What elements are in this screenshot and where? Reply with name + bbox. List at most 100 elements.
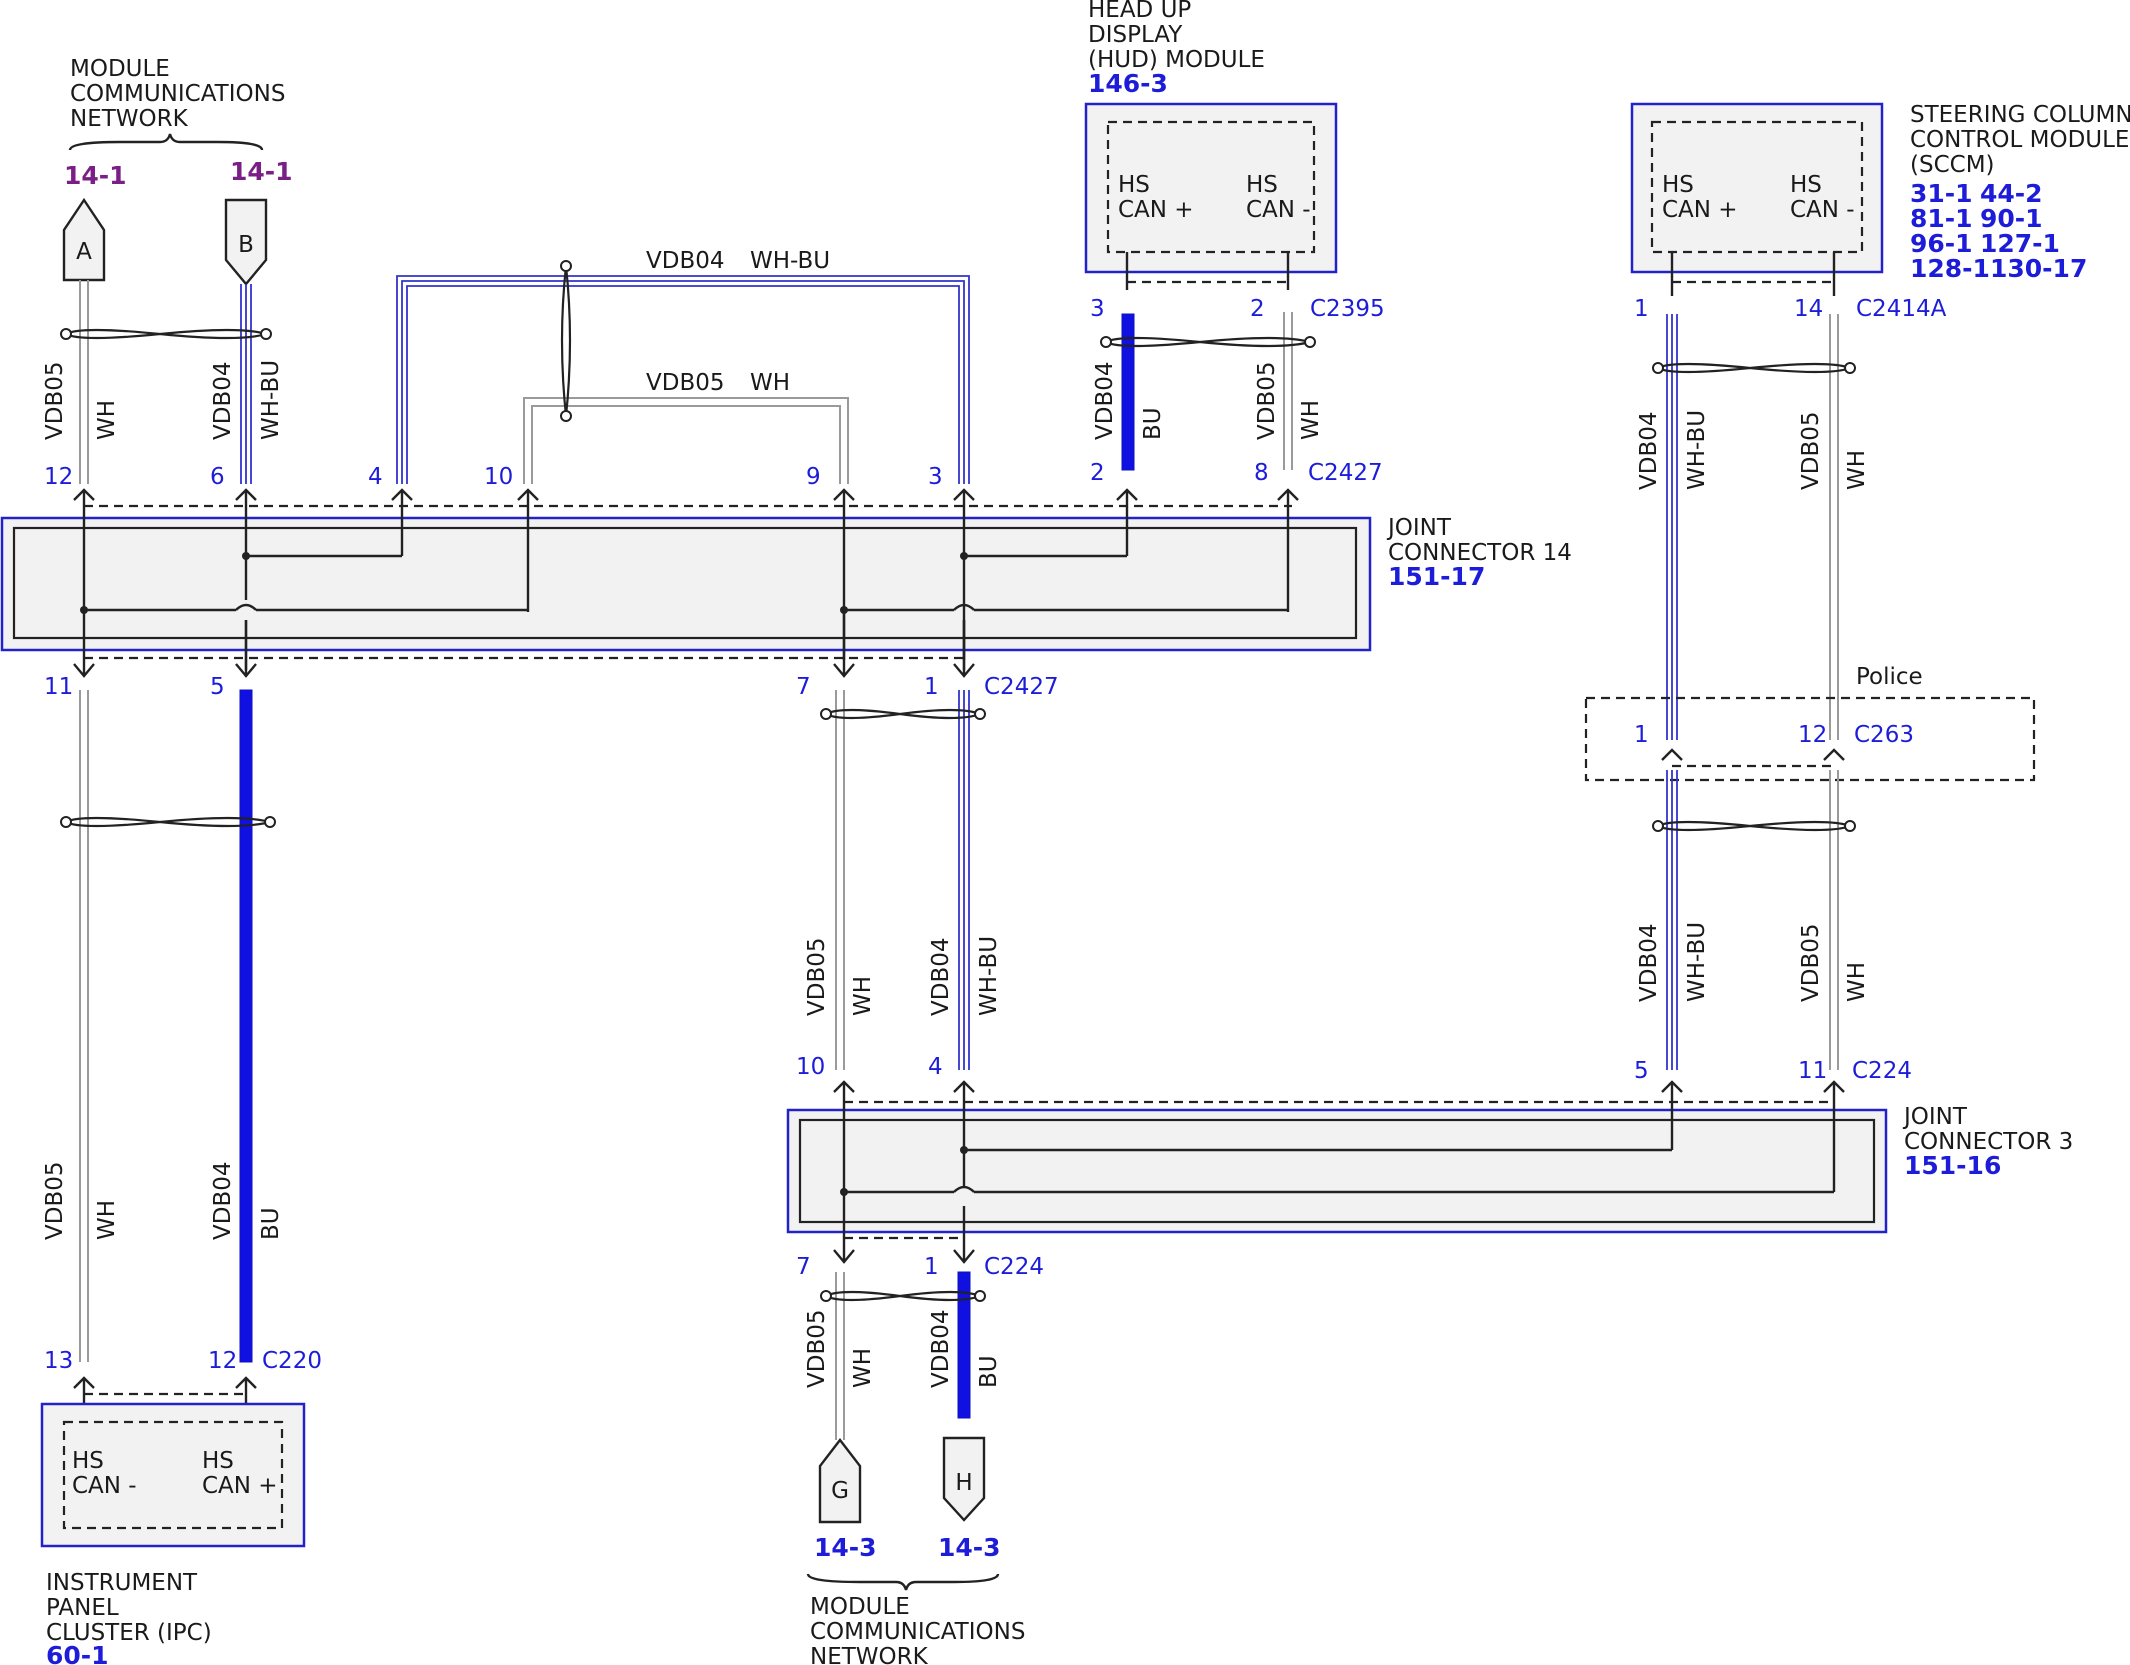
svg-text:VDB04: VDB04 [928, 1310, 954, 1389]
connector-c2395[interactable]: C2395 [1310, 296, 1385, 322]
police-label: Police [1856, 664, 1923, 690]
connector-c220[interactable]: C220 [262, 1348, 322, 1374]
wire-hud-bu [1121, 313, 1135, 471]
hud-pin-2: 2 [1250, 296, 1265, 322]
ipc-label: INSTRUMENT PANEL CLUSTER (IPC) 60-1 [46, 1570, 212, 1665]
svg-text:WH: WH [750, 370, 790, 396]
svg-text:5: 5 [210, 674, 225, 700]
wire-h-bu [957, 1271, 971, 1419]
svg-text:11: 11 [1798, 1058, 1827, 1084]
svg-text:H: H [955, 1470, 972, 1496]
mcn-bottom-ref-g[interactable]: 14-3 [814, 1533, 877, 1562]
svg-text:VDB04: VDB04 [1636, 412, 1662, 491]
ipc-ref[interactable]: 60-1 [46, 1641, 109, 1665]
jc14-bottom-arrows [73, 612, 975, 678]
jc14-top-arrows [73, 488, 1299, 660]
svg-text:6: 6 [210, 464, 225, 490]
connector-c2414a[interactable]: C2414A [1856, 296, 1947, 322]
connector-a: A [62, 197, 106, 282]
svg-text:HS: HS [1790, 172, 1822, 198]
svg-text:HS: HS [1662, 172, 1694, 198]
svg-text:VDB05: VDB05 [1798, 924, 1824, 1003]
jc3-ref[interactable]: 151-16 [1904, 1151, 2001, 1180]
twist-marker-loop [560, 265, 572, 417]
svg-text:(HUD) MODULE: (HUD) MODULE [1088, 47, 1265, 73]
svg-text:96-1: 96-1 [1910, 229, 1973, 258]
svg-text:12: 12 [1798, 722, 1827, 748]
mcn-top-ref-b[interactable]: 14-1 [230, 157, 293, 186]
svg-text:CAN +: CAN + [1118, 197, 1194, 223]
twist-marker-ab [65, 328, 267, 340]
svg-text:JOINT: JOINT [1386, 515, 1452, 541]
police-connector-c263 [1584, 696, 2036, 782]
svg-text:WH-BU: WH-BU [1684, 410, 1710, 490]
svg-text:CONNECTOR 3: CONNECTOR 3 [1904, 1129, 2073, 1155]
svg-text:INSTRUMENT: INSTRUMENT [46, 1570, 198, 1596]
svg-text:VDB04: VDB04 [1092, 362, 1118, 441]
mcn-bottom-brace [806, 1573, 1000, 1591]
svg-text:VDB05: VDB05 [1254, 362, 1280, 441]
svg-text:WH-BU: WH-BU [258, 360, 284, 440]
svg-text:VDB05: VDB05 [646, 370, 725, 396]
connector-c2427-top[interactable]: C2427 [1308, 460, 1383, 486]
svg-text:NETWORK: NETWORK [70, 106, 189, 132]
svg-text:VDB04: VDB04 [210, 362, 236, 441]
svg-text:11: 11 [44, 674, 73, 700]
svg-text:VDB04: VDB04 [1636, 924, 1662, 1003]
wire-a-color: WH [94, 400, 120, 440]
twist-marker-hud [1105, 336, 1311, 348]
wire-a-circuit: VDB05 [42, 362, 68, 441]
svg-text:DISPLAY: DISPLAY [1088, 22, 1183, 48]
svg-text:WH: WH [850, 976, 876, 1016]
jc14-label: JOINT CONNECTOR 14 151-17 [1386, 515, 1572, 591]
svg-text:WH: WH [94, 400, 120, 440]
twist-marker-gh [825, 1290, 981, 1302]
svg-text:WH-BU: WH-BU [1684, 922, 1710, 1002]
svg-text:(SCCM): (SCCM) [1910, 152, 1995, 178]
wire-b-color: WH-BU [258, 360, 284, 440]
wire-b-circuit: VDB04 [210, 362, 236, 441]
twist-marker-sccm [1657, 362, 1851, 374]
svg-text:VDB05: VDB05 [804, 1310, 830, 1389]
svg-text:MODULE: MODULE [70, 56, 170, 82]
svg-text:VDB04: VDB04 [928, 938, 954, 1017]
svg-text:VDB04: VDB04 [646, 248, 725, 274]
svg-text:CLUSTER (IPC): CLUSTER (IPC) [46, 1620, 212, 1646]
svg-text:HS: HS [72, 1448, 104, 1474]
mcn-top-ref-a[interactable]: 14-1 [64, 161, 127, 190]
hud-module-box [1084, 102, 1338, 274]
svg-text:STEERING COLUMN: STEERING COLUMN [1910, 102, 2130, 128]
jc3-arrows [833, 1080, 1845, 1264]
connector-c2427-bottom[interactable]: C2427 [984, 674, 1059, 700]
svg-text:10: 10 [484, 464, 513, 490]
mcn-bottom-ref-h[interactable]: 14-3 [938, 1533, 1001, 1562]
svg-text:WH-BU: WH-BU [750, 248, 830, 274]
svg-text:14: 14 [1794, 296, 1823, 322]
connector-c224-bottom[interactable]: C224 [984, 1254, 1044, 1280]
hud-ref[interactable]: 146-3 [1088, 69, 1168, 98]
wire-ipc-bu [239, 689, 253, 1363]
jc14-ref[interactable]: 151-17 [1388, 562, 1485, 591]
svg-text:WH: WH [1844, 450, 1870, 490]
svg-text:CAN -: CAN - [1246, 197, 1311, 223]
connector-c224-top[interactable]: C224 [1852, 1058, 1912, 1084]
jc14-internal-traces [84, 554, 1288, 670]
svg-text:HS: HS [1118, 172, 1150, 198]
svg-text:10: 10 [796, 1054, 825, 1080]
svg-text:CONTROL MODULE: CONTROL MODULE [1910, 127, 2129, 153]
wire-b-jc14 [240, 284, 252, 484]
svg-text:MODULE: MODULE [810, 1594, 910, 1620]
svg-text:90-1: 90-1 [1980, 204, 2043, 233]
svg-text:BU: BU [258, 1207, 284, 1240]
mcn-top-label: MODULE COMMUNICATIONS NETWORK [70, 56, 285, 132]
mcn-top-brace [68, 133, 264, 151]
svg-text:PANEL: PANEL [46, 1595, 119, 1621]
connector-c263[interactable]: C263 [1854, 722, 1914, 748]
svg-text:WH: WH [94, 1200, 120, 1240]
svg-text:31-1: 31-1 [1910, 179, 1973, 208]
connector-h: H [942, 1436, 986, 1522]
svg-text:4: 4 [368, 464, 383, 490]
svg-text:WH: WH [1844, 962, 1870, 1002]
svg-text:128-1: 128-1 [1910, 254, 1990, 283]
svg-text:1: 1 [924, 674, 939, 700]
